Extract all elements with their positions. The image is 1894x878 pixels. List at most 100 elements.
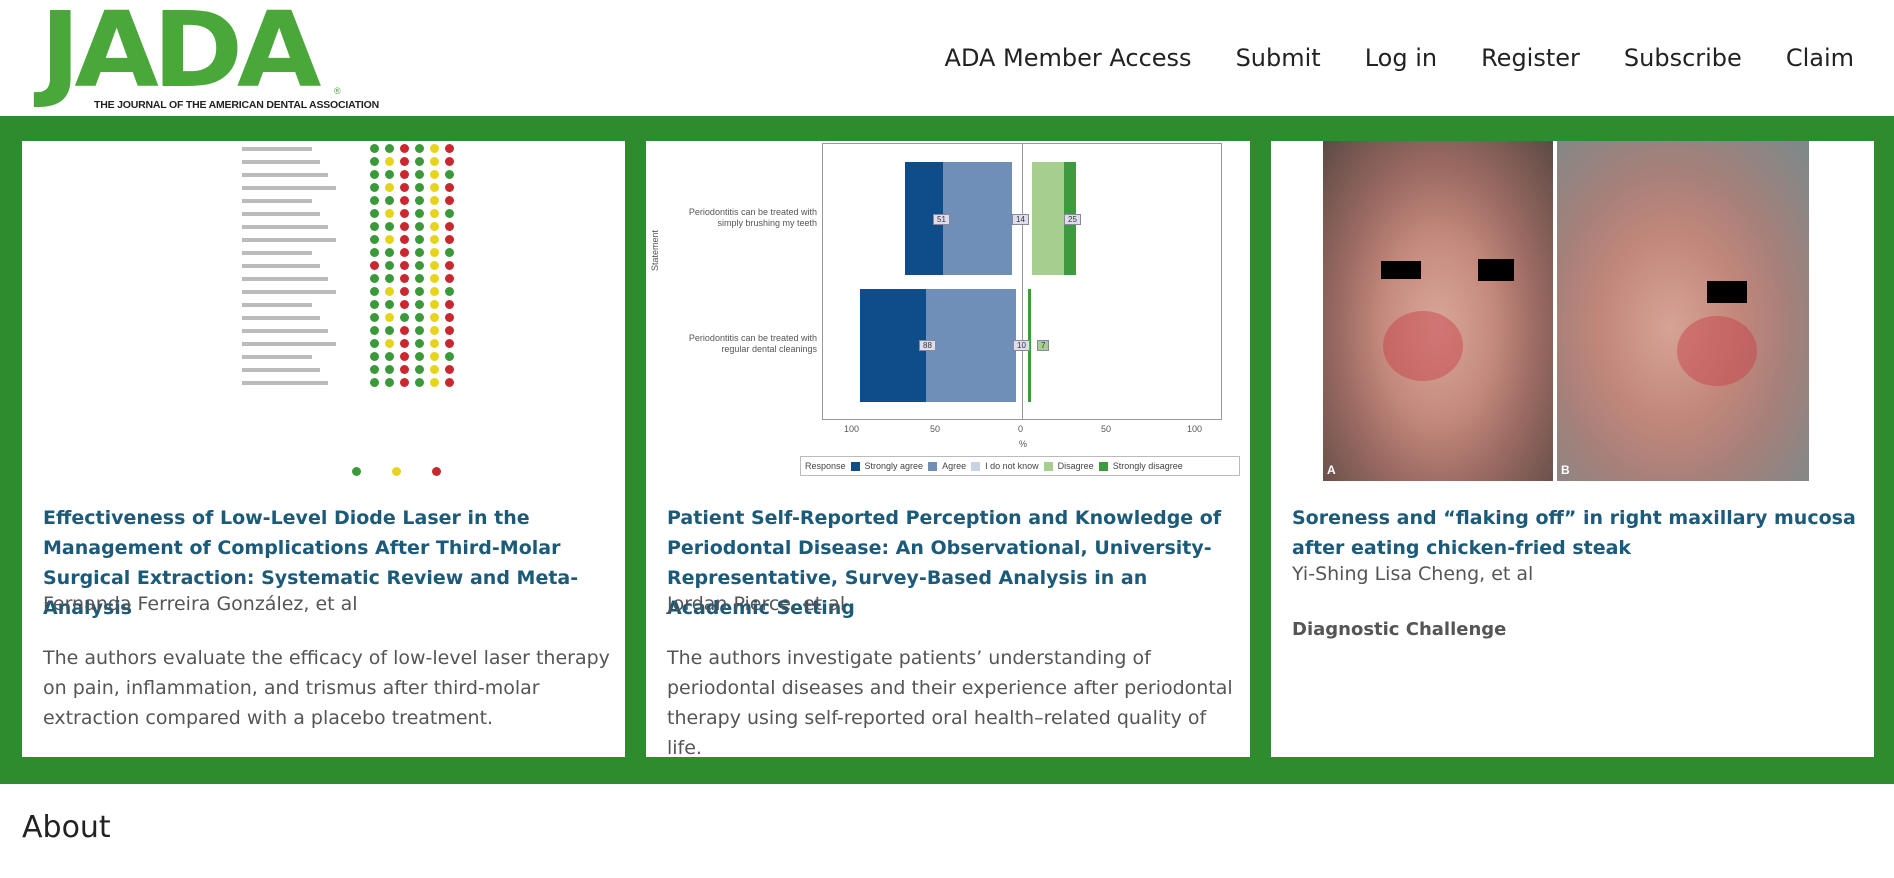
article-title[interactable]: Soreness and “flaking off” in right maxi… <box>1292 507 1856 559</box>
article-title[interactable]: Effectiveness of Low-Level Diode Laser i… <box>43 507 579 619</box>
article-figure-clinical-photos[interactable]: A B <box>1271 141 1874 481</box>
risk-of-bias-dot <box>370 157 379 166</box>
nav-ada-member-access[interactable]: ADA Member Access <box>944 44 1192 72</box>
bar-agree-2 <box>926 289 1016 402</box>
risk-of-bias-row <box>242 143 472 154</box>
risk-of-bias-dot <box>445 300 454 309</box>
risk-of-bias-dot <box>445 222 454 231</box>
risk-of-bias-dot <box>430 365 439 374</box>
risk-of-bias-dot <box>415 365 424 374</box>
study-label-placeholder <box>242 368 320 372</box>
study-label-placeholder <box>242 277 328 281</box>
nav-submit[interactable]: Submit <box>1235 44 1321 72</box>
article-card-laser[interactable]: Effectiveness of Low-Level Diode Laser i… <box>22 141 625 757</box>
risk-of-bias-dot <box>385 352 394 361</box>
bar-value-2b: 10 <box>1013 340 1030 351</box>
nav-log-in[interactable]: Log in <box>1364 44 1438 72</box>
nav-subscribe[interactable]: Subscribe <box>1623 44 1742 72</box>
risk-of-bias-row <box>242 325 472 336</box>
risk-of-bias-dot <box>370 313 379 322</box>
site-header: JADA ® THE JOURNAL OF THE AMERICAN DENTA… <box>0 0 1894 118</box>
risk-of-bias-dot <box>385 326 394 335</box>
risk-of-bias-row <box>242 195 472 206</box>
risk-of-bias-dot <box>400 170 409 179</box>
bar-value-2a: 88 <box>919 340 936 351</box>
study-label-placeholder <box>242 329 328 333</box>
risk-of-bias-dot <box>430 274 439 283</box>
risk-of-bias-dot <box>430 313 439 322</box>
risk-of-bias-dot <box>445 248 454 257</box>
risk-of-bias-dot <box>385 222 394 231</box>
study-label-placeholder <box>242 303 312 307</box>
risk-of-bias-dot <box>415 352 424 361</box>
photo-label-a: A <box>1327 463 1336 477</box>
nav-claim[interactable]: Claim <box>1785 44 1854 72</box>
risk-of-bias-dot <box>445 170 454 179</box>
study-label-placeholder <box>242 186 336 190</box>
risk-of-bias-dot <box>400 209 409 218</box>
risk-of-bias-dot <box>385 339 394 348</box>
risk-of-bias-dot <box>430 222 439 231</box>
bar-value-1a: 51 <box>933 214 950 225</box>
risk-of-bias-dot <box>415 313 424 322</box>
jada-logo[interactable]: JADA ® THE JOURNAL OF THE AMERICAN DENTA… <box>40 0 379 114</box>
risk-of-bias-dot <box>415 183 424 192</box>
bar-value-1b: 14 <box>1012 214 1029 225</box>
bar-value-2c: 7 <box>1037 340 1050 351</box>
legend-swatch-dont-know <box>971 461 981 471</box>
risk-of-bias-dot <box>370 170 379 179</box>
risk-of-bias-dot <box>385 157 394 166</box>
risk-of-bias-dot <box>430 157 439 166</box>
eye-redaction-bar <box>1478 259 1514 281</box>
risk-of-bias-dot <box>385 378 394 387</box>
risk-of-bias-dot <box>415 378 424 387</box>
risk-of-bias-dot <box>370 248 379 257</box>
risk-of-bias-dot <box>400 352 409 361</box>
risk-of-bias-dot <box>445 144 454 153</box>
risk-of-bias-dot <box>370 144 379 153</box>
risk-of-bias-dot <box>400 274 409 283</box>
chart-statement-1: Periodontitis can be treated with simply… <box>688 207 817 228</box>
risk-of-bias-dot <box>415 170 424 179</box>
risk-of-bias-row <box>242 364 472 375</box>
risk-of-bias-dot <box>385 365 394 374</box>
risk-of-bias-dot <box>385 209 394 218</box>
x-tick-0: 0 <box>1018 424 1024 434</box>
risk-of-bias-dot <box>385 261 394 270</box>
article-title[interactable]: Patient Self-Reported Perception and Kno… <box>667 507 1222 619</box>
risk-of-bias-dot <box>370 196 379 205</box>
risk-of-bias-dot <box>445 352 454 361</box>
risk-of-bias-dot <box>370 287 379 296</box>
eye-redaction-bar <box>1381 261 1421 279</box>
bar-strongly-agree-2 <box>860 289 926 402</box>
article-card-periodontal[interactable]: Statement Periodontitis can be treated w… <box>646 141 1250 757</box>
rash-area <box>1677 316 1757 386</box>
study-label-placeholder <box>242 199 312 203</box>
nav-register[interactable]: Register <box>1481 44 1580 72</box>
risk-of-bias-dot <box>400 222 409 231</box>
risk-of-bias-plot <box>242 141 472 481</box>
article-figure-risk-of-bias[interactable] <box>22 141 625 481</box>
risk-of-bias-dot <box>445 235 454 244</box>
risk-of-bias-dot <box>415 222 424 231</box>
study-label-placeholder <box>242 173 328 177</box>
risk-of-bias-dot <box>430 209 439 218</box>
risk-of-bias-dot <box>385 196 394 205</box>
legend-swatch-strongly-disagree <box>1098 461 1108 471</box>
risk-of-bias-row <box>242 247 472 258</box>
chart-statement-2: Periodontitis can be treated with regula… <box>688 333 817 354</box>
risk-of-bias-dot <box>415 209 424 218</box>
risk-of-bias-dot <box>400 300 409 309</box>
risk-of-bias-dot <box>370 183 379 192</box>
risk-of-bias-dot <box>445 261 454 270</box>
article-card-diagnostic[interactable]: A B Soreness and “flaking off” in right … <box>1271 141 1874 757</box>
risk-of-bias-dot <box>370 378 379 387</box>
article-figure-survey-chart[interactable]: Statement Periodontitis can be treated w… <box>646 141 1250 481</box>
article-authors: Jordan Pierce, et al <box>667 593 846 615</box>
risk-of-bias-row <box>242 156 472 167</box>
chart-zero-line <box>1022 144 1023 419</box>
risk-of-bias-dot <box>445 287 454 296</box>
study-label-placeholder <box>242 251 312 255</box>
risk-of-bias-dot <box>415 157 424 166</box>
legend-swatch-disagree <box>1043 461 1053 471</box>
